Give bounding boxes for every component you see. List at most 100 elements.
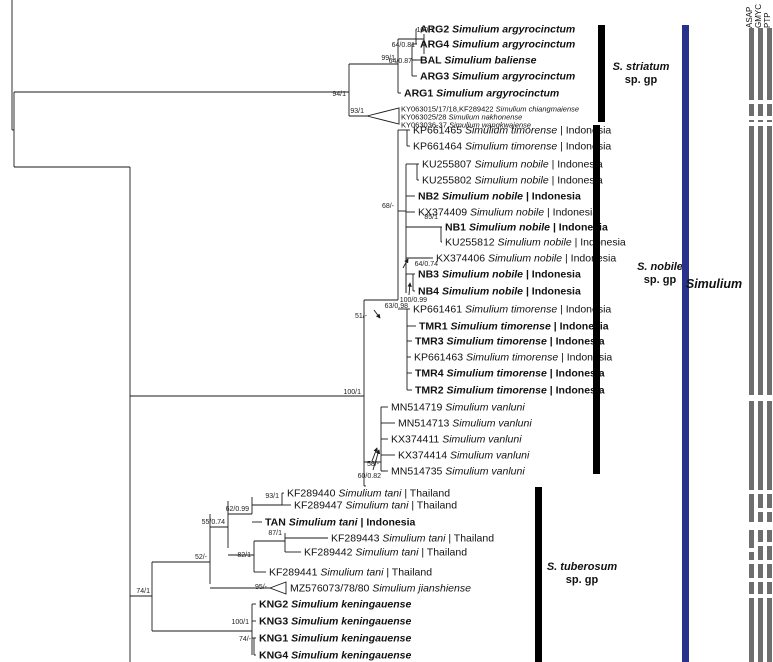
taxon-label-kf442: KF289442 Simulium tani | Thailand (304, 547, 467, 559)
support-s12: 51/- (355, 313, 368, 320)
taxon-code: KU255807 (422, 159, 475, 171)
taxon-code: TMR2 (415, 385, 447, 397)
tuberosum-group-label: S. tuberosum (547, 561, 618, 573)
taxon-species: Simulium nobile (442, 269, 523, 281)
asap-segment-9 (749, 582, 754, 594)
taxon-code: KX374406 (436, 253, 488, 265)
taxon-species: Simulium argyrocinctum (452, 71, 575, 83)
striatum-group-suffix: sp. gp (625, 74, 658, 86)
support-s22: 95/- (255, 584, 268, 591)
taxon-code: KY063015/17/18,KF289422 (401, 105, 496, 114)
taxon-locality: | Indonesia (557, 304, 611, 316)
striatum-group-bar (598, 25, 605, 122)
taxon-code: TMR4 (415, 368, 447, 380)
taxon-species: Simulium timorense (447, 336, 548, 348)
taxon-code: KF289441 (269, 567, 320, 579)
taxon-code: KNG3 (259, 616, 291, 628)
taxon-label-kx409: KX374409 Simulium nobile | Indonesia (418, 207, 598, 219)
gmyc-segment-7 (758, 530, 763, 542)
asap-segment-1 (749, 104, 754, 116)
support-s11: 63/0.98 (385, 303, 408, 310)
ptp-segment-2 (767, 120, 772, 122)
group-genus-abbrev: S. (547, 561, 560, 573)
ptp-segment-8 (767, 546, 772, 560)
asap-segment-3 (749, 126, 754, 395)
taxon-code: KNG2 (259, 599, 291, 611)
taxon-locality: | Indonesia (544, 207, 598, 219)
taxon-locality: | Indonesia (547, 368, 605, 380)
method-header-gmyc: GMYC (754, 4, 763, 28)
taxon-species: Simulium keningauense (291, 650, 411, 662)
taxon-species: Simulium tani (355, 547, 419, 559)
gmyc-segment-10 (758, 582, 763, 594)
ptp-segment-11 (767, 598, 772, 662)
asap-segment-2 (749, 120, 754, 122)
taxon-code: ARG1 (404, 88, 436, 100)
taxon-code: KX374411 (391, 434, 442, 446)
support-s2: 64/0.81 (392, 42, 415, 49)
support-s24: 100/1 (231, 619, 249, 626)
taxon-label-tmr3: TMR3 Simulium timorense | Indonesia (415, 336, 605, 348)
taxon-locality: | Indonesia (558, 352, 612, 364)
taxon-code: KP661465 (413, 125, 465, 137)
taxon-locality: | Indonesia (562, 253, 616, 265)
taxon-species: Simulium argyrocinctum (452, 39, 575, 51)
taxon-code: KX374414 (398, 450, 450, 462)
taxon-locality: | Thailand (418, 547, 467, 559)
taxon-label-mz: MZ576073/78/80 Simulium jianshiense (290, 583, 471, 595)
support-s7: 68/- (382, 203, 395, 210)
taxon-label-kf443: KF289443 Simulium tani | Thailand (331, 533, 494, 545)
taxon-label-kp461: KP661461 Simulium timorense | Indonesia (413, 304, 611, 316)
taxon-label-nb1: NB1 Simulium nobile | Indonesia (445, 222, 608, 234)
asap-segment-5 (749, 494, 754, 522)
support-s15: 60/0.82 (358, 473, 381, 480)
ptp-segment-5 (767, 494, 772, 508)
support-s23: 74/1 (136, 588, 150, 595)
taxon-species: Simulium tani (345, 500, 409, 512)
taxon-species: Simulium keningauense (291, 616, 411, 628)
taxon-label-kng1: KNG1 Simulium keningauense (259, 633, 411, 645)
taxon-code: TAN (265, 517, 289, 529)
taxon-label-kp463: KP661463 Simulium timorense | Indonesia (414, 352, 612, 364)
taxon-code: NB2 (418, 191, 442, 203)
support-s3: 64/0.87 (389, 58, 412, 65)
ptp-segment-1 (767, 104, 772, 116)
taxon-label-tmr4: TMR4 Simulium timorense | Indonesia (415, 368, 605, 380)
taxon-species: Simulium timorense (447, 385, 548, 397)
taxon-label-kf441: KF289441 Simulium tani | Thailand (269, 567, 432, 579)
group-genus-abbrev: S. (613, 61, 626, 73)
taxon-label-mn735: MN514735 Simulium vanluni (391, 466, 525, 478)
taxon-locality: | Indonesia (523, 191, 581, 203)
taxon-locality: | Indonesia (557, 141, 611, 153)
support-s5: 94/1 (332, 91, 346, 98)
taxon-label-mn713: MN514713 Simulium vanluni (398, 418, 532, 430)
taxon-locality: | Indonesia (547, 385, 605, 397)
taxon-locality: | Indonesia (547, 336, 605, 348)
taxon-species: Simulium nobile (469, 222, 550, 234)
taxon-label-nak: KY063025/28 Simulium nakhonense (401, 113, 522, 122)
gmyc-segment-1 (758, 104, 763, 116)
ptp-segment-10 (767, 582, 772, 594)
taxon-species: Simulium nobile (470, 207, 544, 219)
taxon-label-chi: KY063015/17/18,KF289422 Simulium chiangm… (401, 105, 579, 114)
gmyc-segment-5 (758, 494, 763, 508)
taxon-label-ku807: KU255807 Simulium nobile | Indonesia (422, 159, 603, 171)
taxon-species: Simulium vanluni (445, 466, 525, 478)
taxon-locality: | Indonesia (523, 286, 581, 298)
pointer-arrow-3 (373, 309, 381, 319)
group-name: striatum (626, 61, 670, 73)
taxon-label-kng4: KNG4 Simulium keningauense (259, 650, 411, 662)
taxon-locality: | Thailand (408, 500, 457, 512)
taxon-species: Simulium vanluni (452, 418, 532, 430)
tuberosum-group-bar (535, 487, 542, 662)
taxon-species: Simulium timorense (451, 321, 552, 333)
method-header-ptp: PTP (763, 12, 772, 28)
taxon-label-nb3: NB3 Simulium nobile | Indonesia (418, 269, 581, 281)
gmyc-segment-11 (758, 598, 763, 662)
taxon-species: Simulium nobile (488, 253, 562, 265)
asap-segment-8 (749, 564, 754, 578)
taxon-code: KX374409 (418, 207, 470, 219)
taxon-label-bal: BAL Simulium baliense (420, 55, 537, 67)
pointer-arrow-1 (402, 258, 409, 269)
